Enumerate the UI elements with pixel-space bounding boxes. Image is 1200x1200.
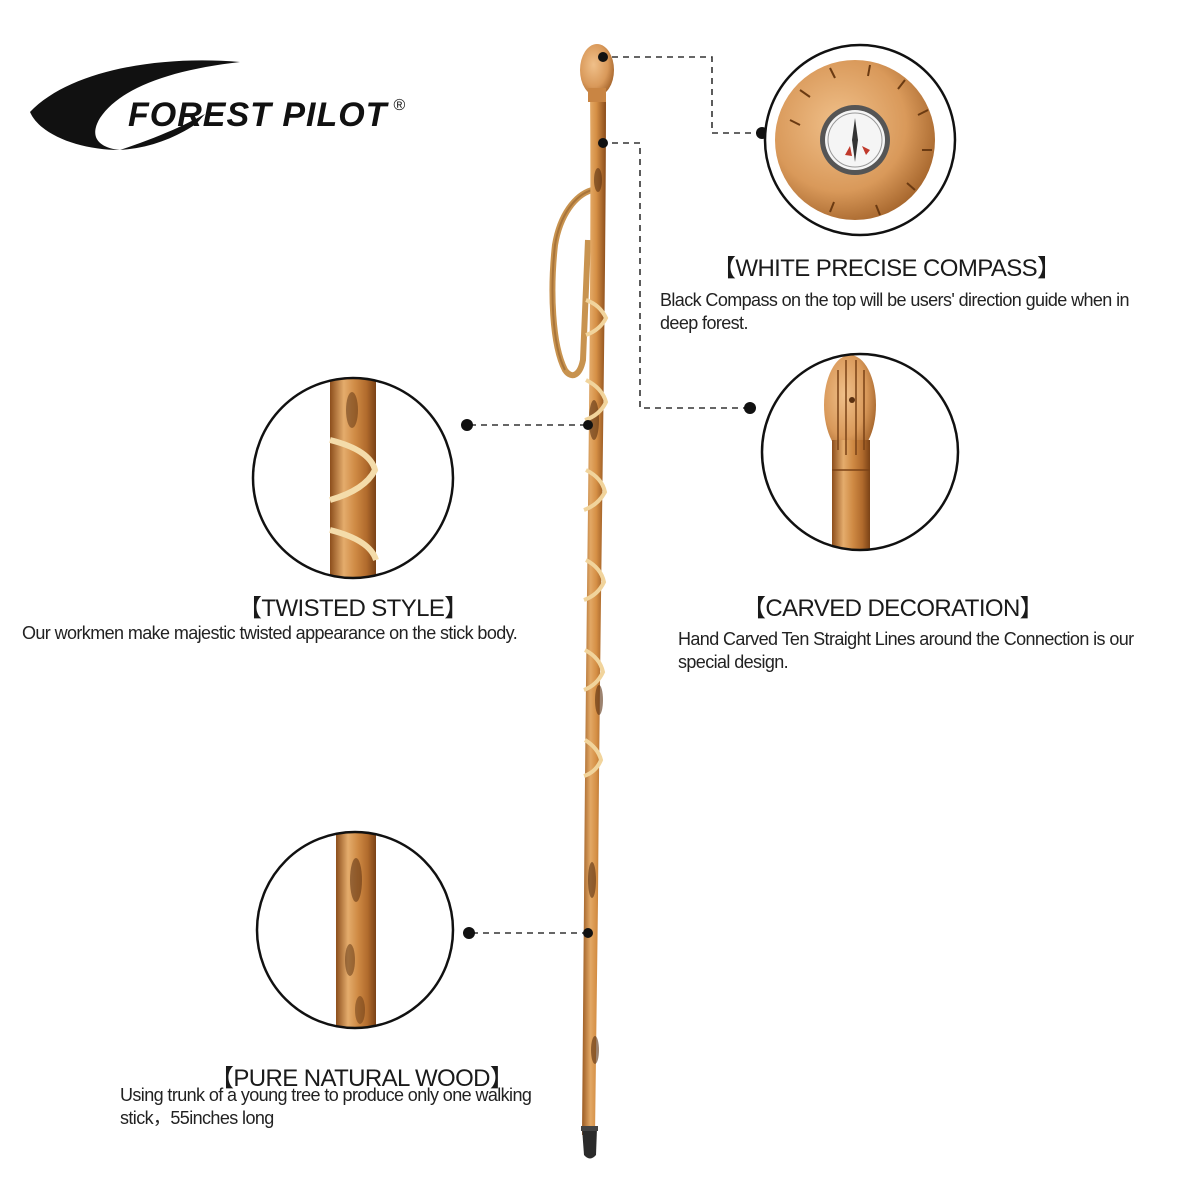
natural-wood-feature-title: 【PURE NATURAL WOOD】 [210,1065,514,1092]
compass-feature-description: Black Compass on the top will be users' … [660,290,1130,333]
registered-mark: ® [393,97,407,114]
natural-wood-feature-description: Using trunk of a young tree to produce o… [120,1085,532,1128]
walking-stick [549,44,614,1159]
twisted-detail-image [251,376,455,580]
callout-lines [470,56,760,934]
compass-detail-image [763,43,957,237]
brand-name: FOREST PILOT® [128,96,407,134]
twisted-feature-title: 【TWISTED STYLE】 [238,595,468,622]
twisted-feature-description: Our workmen make majestic twisted appear… [22,623,518,643]
brand-logo-swoosh [30,60,240,150]
carved-feature-title: 【CARVED DECORATION】 [742,595,1044,622]
natural-wood-detail-image [255,830,455,1030]
callout-dots [461,52,768,939]
compass-feature-title: 【WHITE PRECISE COMPASS】 [712,255,1061,282]
carved-feature-description: Hand Carved Ten Straight Lines around th… [678,629,1134,672]
carved-detail-image [760,352,960,552]
